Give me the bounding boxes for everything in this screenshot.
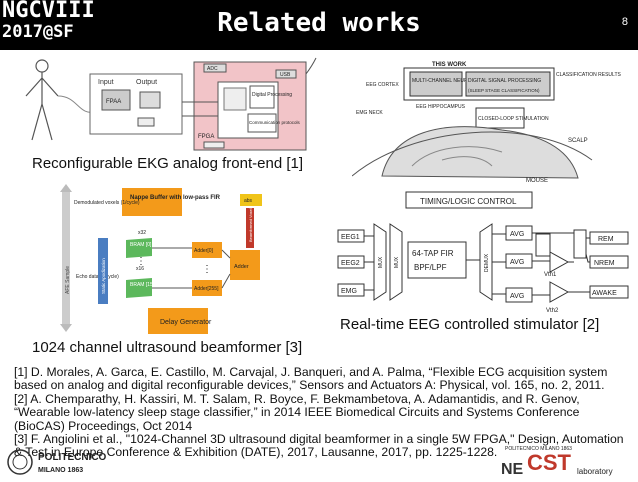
- vth2-label: Vth2: [546, 308, 559, 314]
- polimi-logo: POLITECNICO MILANO 1863: [6, 447, 156, 477]
- reference-3: [3] F. Angiolini et al., "1024-Channel 3…: [14, 432, 624, 460]
- eeg2-label: EEG2: [341, 260, 360, 267]
- ekg-figure: Input Output FPAA ADC USB Digital Proces…: [18, 56, 318, 156]
- svg-text:⋮: ⋮: [136, 256, 146, 267]
- echo-data-label: Echo data (2/cycle): [76, 274, 119, 280]
- polimi-name: POLITECNICO: [38, 452, 107, 463]
- vth1-label: Vth1: [544, 272, 557, 278]
- digital-processing-label: Digital Processing: [252, 92, 292, 98]
- mouse-brain-icon: [381, 126, 579, 179]
- awake-label: AWAKE: [592, 290, 617, 297]
- beamformer-figure: AFE Sample Nappe Buffer with low-pass FI…: [56, 184, 276, 336]
- eeg-block-diagram: TIMING/LOGIC CONTROL EEG1 EEG2 EMG MUX M…: [336, 190, 632, 314]
- necst-logo: POLITECNICO MILANO 1863 NE CST laborator…: [497, 442, 632, 478]
- adder0-label: Adder[0]: [194, 248, 214, 254]
- closed-loop-label: CLOSED-LOOP STIMULATION: [478, 116, 549, 122]
- eeg1-label: EEG1: [341, 234, 360, 241]
- svg-text:⋮: ⋮: [202, 264, 212, 275]
- comm-protocols-label: Communication protocols: [249, 120, 301, 125]
- this-work-label: THIS WORK: [432, 62, 467, 68]
- fpaa-label: FPAA: [106, 99, 121, 105]
- delay-gen-label: Delay Generator: [160, 319, 212, 326]
- static-apod-label: Static Apodization: [101, 258, 106, 294]
- slide-header: NGCVIII 2017@SF Related works 8: [0, 0, 638, 50]
- abs-label: abs: [244, 198, 253, 204]
- eeg-system-figure: THIS WORK MULTI-CHANNEL NEURAL FRONT-END…: [351, 56, 632, 184]
- fir-label: 64-TAP FIR: [412, 249, 454, 258]
- avg-label-1: AVG: [510, 231, 524, 238]
- mux-label-1: MUX: [378, 256, 384, 268]
- demod-voxels-label: Demodulated voxels (1/cycle): [74, 200, 140, 206]
- necst-ne: NE: [501, 461, 524, 476]
- afe-sample-label: AFE Sample: [65, 266, 71, 294]
- references-list: [1] D. Morales, A. Garca, E. Castillo, M…: [14, 365, 626, 460]
- nrem-label: NREM: [594, 260, 615, 267]
- polimi-seal-icon: [7, 449, 33, 475]
- mouse-label: MOUSE: [526, 178, 548, 184]
- beamformed-voxel-label: Beamformed Voxel: [248, 208, 253, 242]
- conference-name: NGCVIII: [2, 0, 95, 23]
- sleep-stage-label: (SLEEP STAGE CLASSIFICATION): [468, 88, 540, 93]
- bram-bottom-label: BRAM [15] [31]: [130, 282, 165, 288]
- avg-label-3: AVG: [510, 293, 524, 300]
- necst-top-text: POLITECNICO MILANO 1863: [505, 446, 572, 452]
- reference-2: [2] A. Chemparathy, H. Kassiri, M. T. Sa…: [14, 391, 580, 433]
- conference-year: 2017@SF: [2, 22, 74, 42]
- necst-lab: laboratory: [577, 467, 613, 476]
- eeg-hippo-label: EEG HIPPOCAMPUS: [416, 104, 466, 110]
- fpga-label: FPGA: [198, 134, 214, 140]
- avg-label-2: AVG: [510, 259, 524, 266]
- polimi-subtitle: MILANO 1863: [38, 467, 83, 474]
- human-figure-icon: [25, 59, 59, 141]
- usb-label: USB: [280, 72, 291, 78]
- eeg-caption: Real-time EEG controlled stimulator [2]: [340, 316, 600, 333]
- necst-cst: CST: [527, 450, 572, 475]
- x16-label: x16: [136, 266, 144, 272]
- ekg-caption: Reconfigurable EKG analog front-end [1]: [32, 155, 304, 172]
- bram-top-label: BRAM [0] [31]: [130, 242, 162, 248]
- ekg-output-label: Output: [136, 79, 157, 86]
- mux-label-2: MUX: [394, 256, 400, 268]
- reference-1: [1] D. Morales, A. Garca, E. Castillo, M…: [14, 365, 608, 393]
- nappe-buffer-label: Nappe Buffer with low-pass FIR: [130, 195, 221, 201]
- timing-control-label: TIMING/LOGIC CONTROL: [420, 197, 517, 206]
- eeg-cortex-label: EEG CORTEX: [366, 82, 399, 88]
- ekg-input-label: Input: [98, 79, 114, 86]
- slide-title: Related works: [217, 8, 421, 38]
- adder255-label: Adder[255]: [194, 286, 219, 292]
- afe-label: MULTI-CHANNEL NEURAL FRONT-END: [412, 78, 504, 84]
- scalp-label: SCALP: [568, 138, 588, 144]
- dsp-label: DIGITAL SIGNAL PROCESSING: [468, 78, 541, 84]
- demux-label: DEMUX: [484, 253, 490, 272]
- adc-label: ADC: [207, 66, 218, 72]
- adder-label: Adder: [234, 264, 249, 270]
- classification-label: CLASSIFICATION RESULTS: [556, 72, 621, 78]
- x32-label: x32: [138, 230, 146, 236]
- beamformer-caption: 1024 channel ultrasound beamformer [3]: [32, 339, 303, 356]
- emg-neck-label: EMG NECK: [356, 110, 383, 116]
- rem-label: REM: [598, 236, 614, 243]
- bpf-label: BPF/LPF: [414, 263, 447, 272]
- emg-label: EMG: [341, 288, 357, 295]
- page-number: 8: [621, 16, 628, 28]
